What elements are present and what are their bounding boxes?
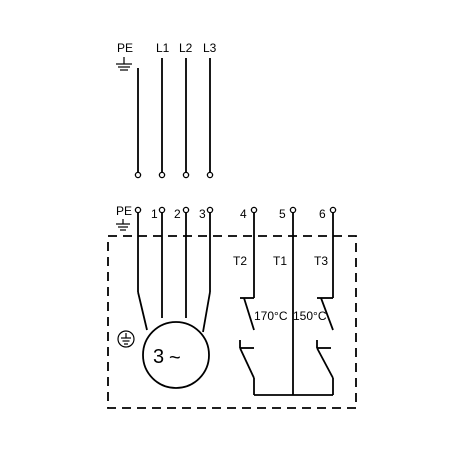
supply-l1-label: L1 [156, 41, 170, 55]
terminal-5-label: 5 [279, 207, 286, 221]
terminal-2 [182, 206, 190, 214]
motor-enclosure [107, 235, 357, 409]
terminal-2-label: 2 [174, 207, 181, 221]
supply-pe-label: PE [117, 41, 133, 55]
terminal-pe [134, 206, 142, 214]
motor-symbol: 3 ~ [142, 321, 210, 389]
terminal-5 [289, 206, 297, 214]
supply-l2-terminal [182, 171, 190, 179]
terminal-6-label: 6 [319, 207, 326, 221]
ground-icon [116, 219, 130, 231]
thermal-t2-label: T2 [233, 254, 247, 268]
supply-pe-terminal [134, 171, 142, 179]
terminal-4-label: 4 [240, 207, 247, 221]
protective-earth-icon [117, 330, 135, 348]
supply-lines: PE L1 L2 L3 [116, 41, 217, 179]
ground-icon [116, 57, 132, 71]
terminal-1-label: 1 [151, 207, 158, 221]
terminal-6 [329, 206, 337, 214]
motor-circle [142, 321, 210, 389]
motor-ac-icon: ~ [169, 347, 181, 369]
motor-wiring [137, 213, 211, 333]
terminal-3-label: 3 [199, 207, 206, 221]
terminal-block: PE 1 2 3 4 5 6 [116, 204, 337, 231]
thermal-t1-label: T1 [273, 254, 287, 268]
thermal-switch-icon [316, 213, 334, 395]
thermal-switch-icon [239, 213, 255, 395]
terminal-pe-label: PE [116, 204, 132, 218]
motor-phase-label: 3 [153, 346, 164, 368]
supply-l3-terminal [206, 171, 214, 179]
thermal-circuit: T2 T1 T3 170°C 150°C [233, 213, 334, 396]
terminal-1 [158, 206, 166, 214]
terminal-3 [206, 206, 214, 214]
thermal-temp-right: 150°C [293, 309, 327, 323]
thermal-t3-label: T3 [314, 254, 328, 268]
supply-l1-terminal [158, 171, 166, 179]
terminal-4 [250, 206, 258, 214]
thermal-temp-left: 170°C [254, 309, 288, 323]
supply-l3-label: L3 [203, 41, 217, 55]
supply-l2-label: L2 [179, 41, 193, 55]
